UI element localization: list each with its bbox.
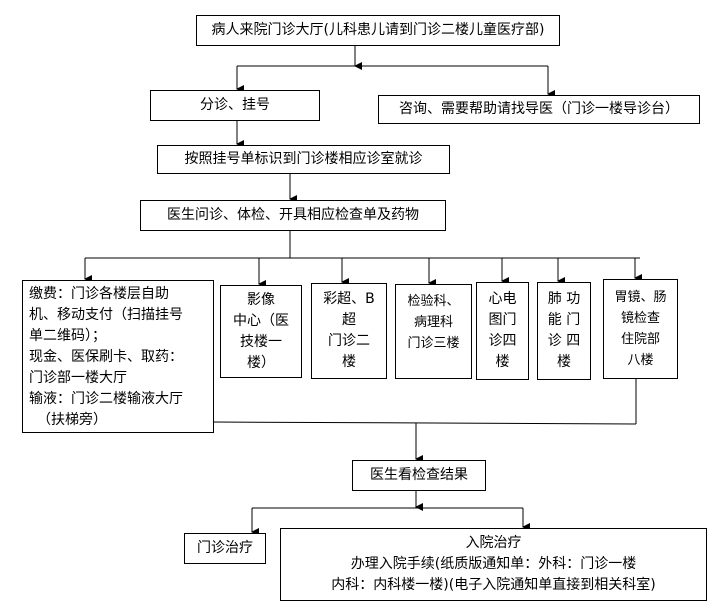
dept-lab-box: 检验科、 病理科 门诊三楼 (395, 284, 472, 379)
inpatient-box: 入院治疗 办理入院手续(纸质版通知单：外科：门诊一楼 内科：内科楼一楼)(电子入… (280, 528, 707, 601)
payment-box: 缴费：门诊各楼层自助 机、移动支付（扫描挂号 单二维码）； 现金、医保刷卡、取药… (22, 280, 214, 433)
dept-line: 楼 (557, 354, 571, 370)
dept-line: 诊四 (488, 333, 517, 349)
inpatient-line: 办理入院手续(纸质版通知单：外科：门诊一楼 (350, 556, 637, 572)
doctor-text: 医生问诊、体检、开具相应检查单及药物 (167, 207, 419, 223)
dept-line: 中心（医 (233, 312, 289, 329)
dept-line: 胃镜、肠 (614, 290, 667, 305)
dept-ultrasound-box: 彩超、B 超 门诊二 楼 (311, 283, 387, 379)
triage-text: 分诊、挂号 (200, 97, 270, 113)
dept-line: 楼 (342, 354, 356, 370)
dept-line: 楼） (247, 354, 275, 371)
inpatient-line: 内科：内科楼一楼)(电子入院通知单直接到相关科室) (331, 577, 656, 593)
dept-line: 超 (342, 312, 356, 328)
guide-text: 咨询、需要帮助请找导医（门诊一楼导诊台） (399, 101, 679, 117)
dept-line: 病理科 (413, 315, 453, 330)
dept-line: 技楼一 (240, 333, 282, 350)
results-box: 医生看检查结果 (352, 460, 486, 491)
dept-line: 检验科、 (407, 294, 460, 309)
dept-line: 门诊三楼 (407, 336, 460, 351)
visit-room-text: 按照挂号单标识到门诊楼相应诊室就诊 (184, 151, 423, 167)
dept-line: 楼 (495, 354, 510, 370)
payment-line: 现金、医保刷卡、取药： (29, 349, 183, 365)
payment-line: 门诊部一楼大厅 (29, 370, 127, 386)
dept-line: 门诊二 (328, 333, 370, 349)
dept-line: 住院部 (620, 332, 660, 347)
payment-line: 缴费：门诊各楼层自助 (29, 286, 169, 302)
dept-line: 心电 (488, 291, 517, 307)
start-box: 病人来院门诊大厅(儿科患儿请到门诊二楼儿童医疗部) (196, 15, 560, 46)
dept-imaging-box: 影像 中心（医 技楼一 楼） (220, 285, 302, 378)
dept-line: 诊 四 (547, 333, 581, 349)
dept-line: 彩超、B (323, 291, 375, 307)
dept-endoscopy-box: 胃镜、肠 镜检查 住院部 八楼 (603, 279, 678, 379)
dept-line: 图门 (488, 312, 517, 328)
results-text: 医生看检查结果 (370, 467, 468, 483)
visit-room-box: 按照挂号单标识到门诊楼相应诊室就诊 (157, 145, 450, 174)
dept-line: 八楼 (627, 353, 654, 368)
dept-line: 能 门 (547, 312, 581, 328)
guide-box: 咨询、需要帮助请找导医（门诊一楼导诊台） (378, 95, 700, 124)
dept-ecg-box: 心电 图门 诊四 楼 (476, 282, 529, 380)
outpatient-treatment-text: 门诊治疗 (197, 540, 253, 556)
payment-line: 输液：门诊二楼输液大厅 (29, 391, 183, 407)
inpatient-title: 入院治疗 (465, 535, 522, 551)
start-text: 病人来院门诊大厅(儿科患儿请到门诊二楼儿童医疗部) (211, 22, 545, 38)
outpatient-treatment-box: 门诊治疗 (184, 533, 266, 564)
triage-box: 分诊、挂号 (150, 90, 320, 121)
payment-line: 机、移动支付（扫描挂号 (29, 307, 183, 323)
dept-line: 肺 功 (547, 291, 581, 307)
dept-line: 镜检查 (620, 311, 660, 326)
dept-lung-function-box: 肺 功 能 门 诊 四 楼 (537, 282, 591, 380)
doctor-box: 医生问诊、体检、开具相应检查单及药物 (140, 200, 446, 231)
payment-line: 单二维码）； (29, 328, 106, 344)
payment-line: （扶梯旁） (37, 412, 107, 428)
dept-line: 影像 (247, 291, 275, 308)
